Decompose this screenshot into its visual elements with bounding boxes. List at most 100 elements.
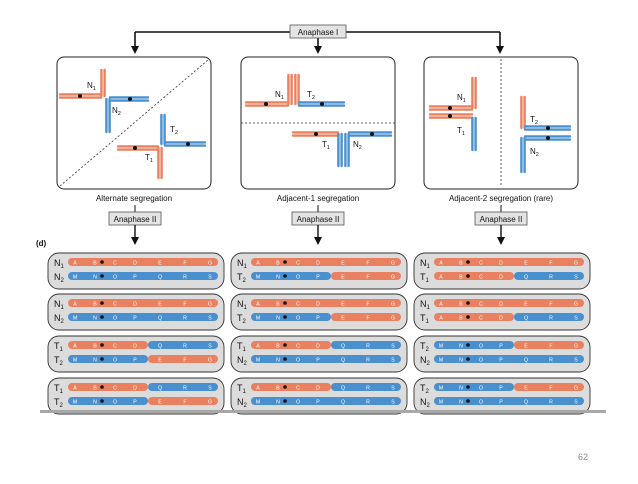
gene-label: G — [391, 260, 395, 266]
chromosome-label: N2 — [237, 397, 248, 409]
gene-label: D — [499, 301, 503, 307]
gene-label: P — [316, 274, 320, 280]
chromosome-segment — [68, 258, 218, 266]
gene-label: C — [113, 301, 117, 307]
gene-label: N — [276, 274, 280, 280]
gene-label: D — [316, 301, 320, 307]
centromere — [283, 357, 287, 361]
gene-label: M — [256, 399, 260, 405]
gene-label: E — [524, 385, 528, 391]
gene-label: Q — [158, 385, 162, 391]
chromosome-subscript: 1 — [426, 278, 430, 284]
gene-label: R — [183, 385, 187, 391]
chromosome-subscript: 2 — [243, 319, 247, 325]
gene-label: E — [158, 357, 162, 363]
gene-label: B — [93, 343, 97, 349]
chromosome-subscript: 2 — [426, 389, 430, 395]
chromosome-subscript: 1 — [61, 264, 65, 270]
gene-label: G — [574, 385, 578, 391]
gene-label: R — [366, 343, 370, 349]
centromere — [100, 315, 104, 319]
gene-label: G — [391, 315, 395, 321]
adj1-label-n2-subscript: 2 — [359, 145, 362, 151]
gene-label: Q — [341, 385, 345, 391]
chromosome-label: N2 — [420, 397, 431, 409]
gene-label: B — [459, 260, 463, 266]
alt-label-n1-subscript: 1 — [93, 86, 96, 92]
chromosome-segment — [251, 272, 331, 280]
gene-label: F — [183, 357, 186, 363]
centromere — [466, 357, 470, 361]
gene-label: S — [391, 343, 395, 349]
chromosome-segment — [331, 313, 401, 321]
chromosome-segment — [434, 383, 514, 391]
centromere — [283, 301, 287, 305]
chromosome-subscript: 1 — [244, 305, 248, 311]
gene-label: G — [574, 301, 578, 307]
chromosome-subscript: 1 — [61, 305, 65, 311]
centromere — [283, 315, 287, 319]
gene-label: O — [296, 357, 300, 363]
adj1-label-n1-subscript: 1 — [281, 95, 284, 101]
gene-label: Q — [524, 399, 528, 405]
centromere — [466, 399, 470, 403]
chromosome-label: T2 — [420, 383, 430, 395]
gene-label: A — [73, 343, 77, 349]
gene-label: B — [276, 385, 280, 391]
chromosome-subscript: 2 — [61, 319, 65, 325]
chromosome-segment — [331, 341, 401, 349]
anaphase-2-label-1: Anaphase II — [114, 215, 157, 224]
gene-label: A — [439, 260, 443, 266]
gene-label: D — [133, 301, 137, 307]
gene-label: Q — [524, 274, 528, 280]
gene-label: N — [459, 385, 463, 391]
chromosome-segment — [434, 258, 584, 266]
chromosome-segment — [68, 383, 148, 391]
chromosome-segment — [251, 313, 331, 321]
anaphase-2-adjacent-2: Anaphase II — [474, 205, 528, 245]
adj1-label-t2: T2 — [307, 90, 315, 101]
centromere — [100, 357, 104, 361]
gene-label: P — [316, 315, 320, 321]
alt-label-n2: N2 — [112, 106, 121, 117]
gene-label: R — [366, 399, 370, 405]
gene-label: F — [183, 301, 186, 307]
chromosome-label: T1 — [237, 341, 247, 353]
chromosome-label: T2 — [237, 313, 247, 325]
chromosome-segment — [251, 383, 331, 391]
gene-label: O — [479, 385, 483, 391]
gene-label: D — [316, 343, 320, 349]
chromosome-label: N2 — [54, 313, 65, 325]
chromosome-label: T1 — [420, 272, 430, 284]
gene-label: P — [133, 399, 137, 405]
part-label-d: (d) — [36, 239, 47, 248]
gene-label: C — [296, 260, 300, 266]
adj2-n2-centromere — [546, 136, 550, 140]
chromosome-subscript: 1 — [244, 264, 248, 270]
gene-label: P — [499, 399, 503, 405]
gene-label: E — [524, 343, 528, 349]
gene-label: M — [439, 385, 443, 391]
page-number: 62 — [578, 452, 589, 462]
gene-label: G — [391, 301, 395, 307]
chromosome-subscript: 2 — [244, 361, 248, 367]
chromosome-label: N1 — [54, 299, 65, 311]
gene-label: N — [93, 315, 97, 321]
chromosome-label: T1 — [237, 383, 247, 395]
gene-label: S — [208, 385, 212, 391]
gene-label: P — [499, 357, 503, 363]
centromere — [466, 315, 470, 319]
gene-label: D — [133, 385, 137, 391]
gene-label: A — [439, 274, 443, 280]
gene-label: S — [574, 399, 578, 405]
centromere — [100, 301, 104, 305]
centromere — [466, 274, 470, 278]
chromosome-segment — [434, 341, 514, 349]
adj2-label-n2-subscript: 2 — [536, 152, 539, 158]
gene-label: F — [366, 301, 369, 307]
gene-label: A — [256, 385, 260, 391]
